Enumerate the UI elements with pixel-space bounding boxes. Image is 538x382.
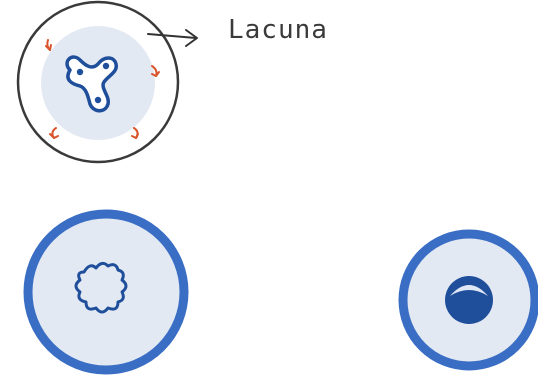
round-cell-figure <box>398 229 538 371</box>
dense-nucleus-icon <box>445 276 493 324</box>
lacuna-label: Lacuna <box>228 15 328 45</box>
wavy-cell-icon <box>74 261 128 314</box>
lacuna-figure: Lacuna <box>16 0 328 164</box>
irregular-cell-figure <box>23 209 189 375</box>
lacuna-pointer-arrow <box>147 29 198 47</box>
resorption-arrows <box>45 39 160 139</box>
irregular-cell-ring <box>23 209 189 375</box>
osteocyte-icon <box>65 55 118 113</box>
